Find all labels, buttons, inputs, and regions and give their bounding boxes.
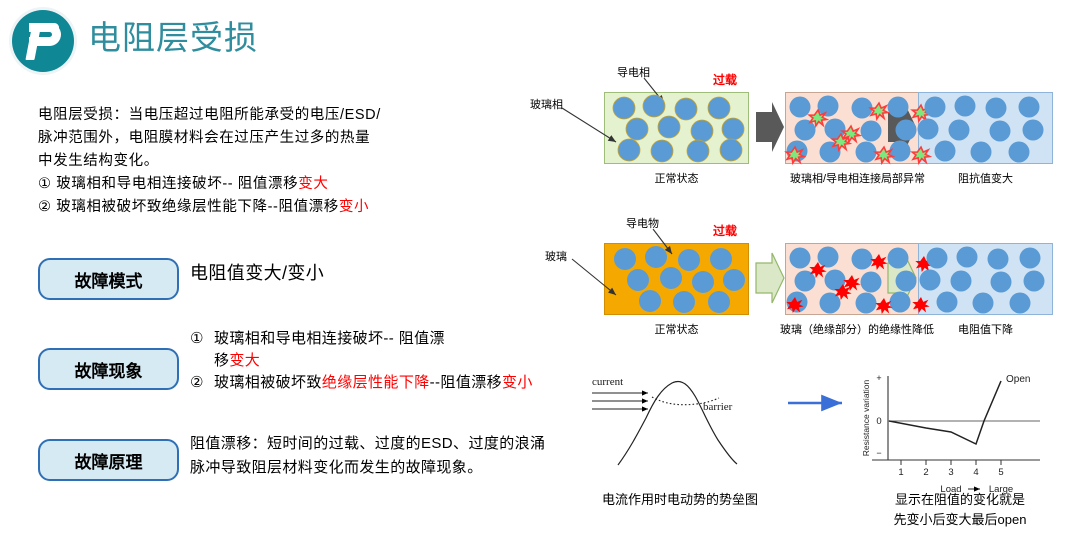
failure-mode-text: 电阻值变大/变小 — [190, 263, 325, 283]
svg-text:barrier: barrier — [703, 401, 733, 413]
row1-label-glass: 玻璃相 — [530, 99, 563, 111]
intro-line-1: 电阻层受损：当电压超过电阻所能承受的电压/ESD/ — [38, 107, 381, 123]
company-logo-icon — [12, 10, 74, 72]
svg-text:3: 3 — [948, 467, 953, 478]
row2-overload-label: 过载 — [713, 224, 738, 238]
row1-caption-1: 正常状态 — [654, 173, 699, 185]
page-title: 电阻层受损 — [88, 19, 258, 56]
diagram-row1-panel-abnormal — [785, 92, 930, 164]
diagram-row2-panel-low-resistance — [918, 243, 1053, 315]
row2-label-glass: 玻璃 — [545, 251, 567, 263]
intro-line-3: 中发生结构变化。 — [38, 153, 159, 169]
svg-text:+: + — [876, 373, 881, 383]
phenomenon-item-1: ① 玻璃相和导电相连接破坏-- 阻值漂 移变大 — [190, 330, 445, 369]
svg-text:0: 0 — [876, 416, 881, 427]
svg-text:Resistance variation: Resistance variation — [861, 379, 871, 456]
row2-caption-1: 正常状态 — [654, 324, 699, 336]
bottom-left-caption: 电流作用时电动势的势垒图 — [601, 492, 758, 507]
row1-label-conductive: 导电相 — [617, 67, 650, 79]
intro-item-2-highlight: 变小 — [338, 199, 370, 215]
failure-mode-box: 故障模式 — [38, 258, 179, 300]
diagram-row1-panel-high-resistance — [918, 92, 1053, 164]
svg-text:Open: Open — [1006, 374, 1030, 385]
intro-paragraph: 电阻层受损：当电压超过电阻所能承受的电压/ESD/ 脉冲范围外，电阻膜材料会在过… — [38, 104, 518, 219]
phenomenon-item-2: ② 玻璃相被破坏致绝缘层性能下降--阻值漂移变小 — [190, 374, 533, 391]
diagram-row2-panel-normal — [604, 243, 749, 315]
svg-text:1: 1 — [898, 467, 903, 478]
svg-text:5: 5 — [998, 467, 1003, 478]
potential-barrier-chart: current barrier — [592, 376, 738, 466]
bottom-right-caption: 显示在阻值的变化就是 先变小后变大最后open — [893, 492, 1027, 527]
resistance-variation-chart: + 0 − 1 2 3 4 5 Resistance variation Loa… — [861, 373, 1040, 495]
intro-line-2: 脉冲范围外，电阻膜材料会在过压产生过多的热量 — [38, 130, 371, 146]
failure-phenomenon-box: 故障现象 — [38, 348, 179, 390]
intro-item-1: ① 玻璃相和导电相连接破坏-- 阻值漂移变大 — [38, 176, 329, 192]
row2-label-conductive: 导电物 — [626, 218, 659, 230]
diagram-row1-panel-normal — [604, 92, 749, 164]
intro-item-2: ② 玻璃相被破坏致绝缘层性能下降--阻值漂移变小 — [38, 199, 370, 215]
failure-principle-text: 阻值漂移：短时间的过载、过度的ESD、过度的浪涌脉冲导致阻层材料变化而发生的故障… — [190, 435, 546, 476]
row2-caption-2: 玻璃（绝缘部分）的绝缘性降低 — [780, 324, 934, 336]
failure-principle-box: 故障原理 — [38, 439, 179, 481]
row2-caption-3: 电阻值下降 — [958, 324, 1013, 336]
diagram-row2-panel-degraded — [785, 243, 930, 315]
svg-text:2: 2 — [923, 467, 928, 478]
svg-text:4: 4 — [973, 467, 978, 478]
svg-text:−: − — [876, 448, 881, 458]
row1-caption-2: 玻璃相/导电相连接局部异常 — [789, 173, 926, 185]
row1-caption-3: 阻抗值变大 — [958, 173, 1013, 185]
failure-phenomenon-text: ① 玻璃相和导电相连接破坏-- 阻值漂 移变大 ② 玻璃相被破坏致绝缘层性能下降… — [190, 328, 550, 394]
intro-item-1-highlight: 变大 — [298, 176, 329, 192]
row1-overload-label: 过载 — [713, 73, 738, 87]
svg-text:current: current — [592, 376, 623, 388]
